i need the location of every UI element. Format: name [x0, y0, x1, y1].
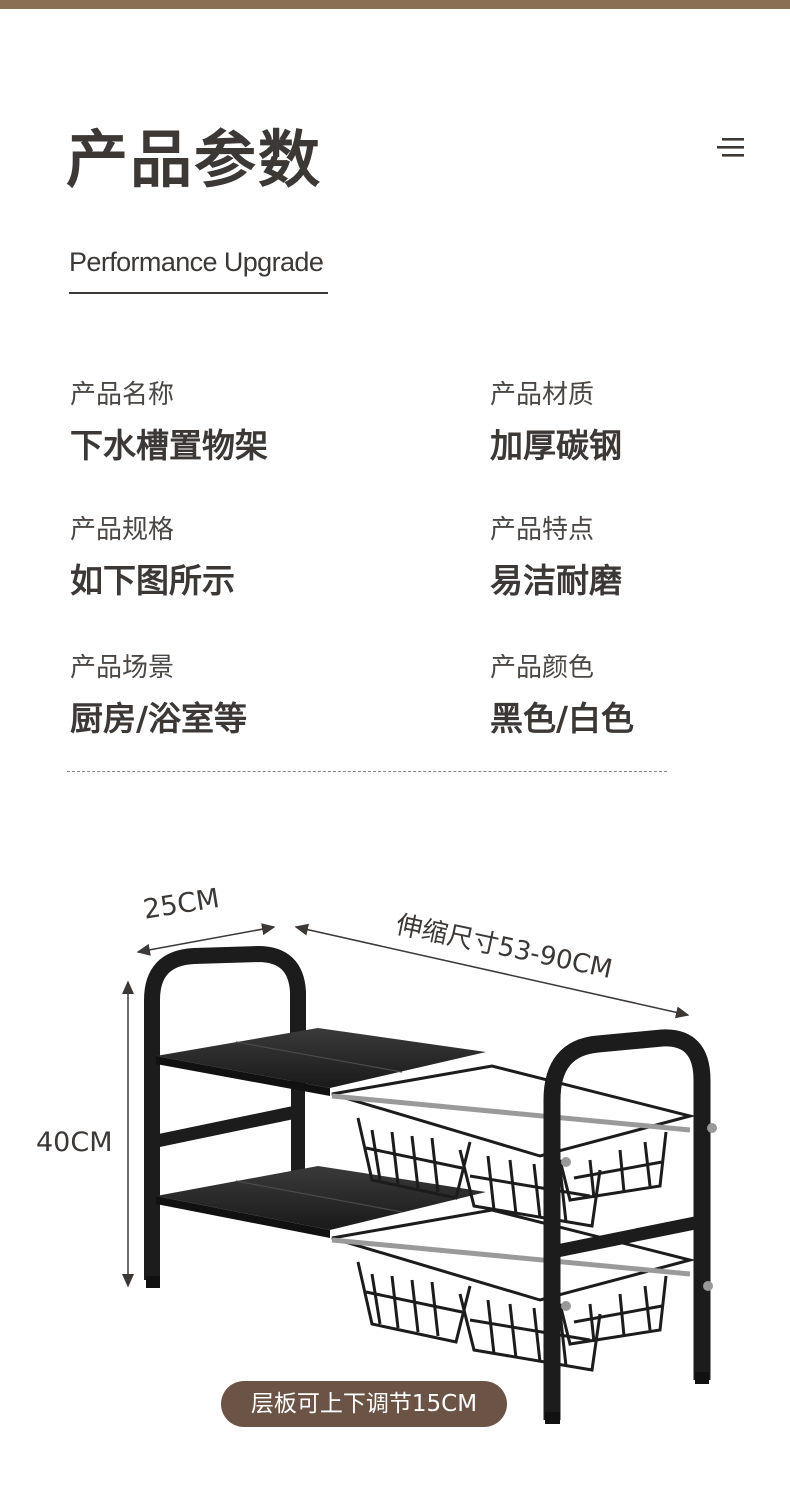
spec-label: 产品特点	[490, 515, 595, 545]
spec-value: 加厚碳钢	[490, 426, 622, 465]
page-subtitle: Performance Upgrade	[69, 247, 324, 277]
spec-size: 产品规格 如下图所示	[70, 513, 235, 601]
spec-product-name: 产品名称 下水槽置物架	[70, 378, 268, 466]
spec-label: 产品名称	[70, 380, 175, 410]
menu-icon[interactable]	[716, 136, 746, 160]
spec-color: 产品颜色 黑色/白色	[490, 651, 634, 739]
spec-scene: 产品场景 厨房/浴室等	[70, 651, 247, 739]
spec-label: 产品颜色	[490, 653, 595, 683]
spec-label: 产品规格	[70, 515, 175, 545]
page-title: 产品参数	[66, 123, 323, 196]
spec-material: 产品材质 加厚碳钢	[490, 378, 622, 466]
spec-value: 易洁耐磨	[490, 561, 622, 600]
height-dimension-label: 40CM	[36, 1127, 113, 1158]
spec-feature: 产品特点 易洁耐磨	[490, 513, 622, 601]
spec-value: 黑色/白色	[490, 699, 635, 738]
spec-value: 下水槽置物架	[70, 426, 268, 465]
spec-label: 产品材质	[490, 380, 595, 410]
spec-value: 如下图所示	[70, 561, 235, 600]
sink-rack-image	[122, 923, 717, 1424]
spec-label: 产品场景	[70, 653, 175, 683]
dashed-divider	[67, 771, 667, 772]
adjustable-shelf-badge: 层板可上下调节15CM	[221, 1381, 507, 1427]
subtitle-underline	[69, 292, 328, 294]
top-accent-bar	[0, 0, 790, 9]
spec-value: 厨房/浴室等	[70, 699, 248, 738]
